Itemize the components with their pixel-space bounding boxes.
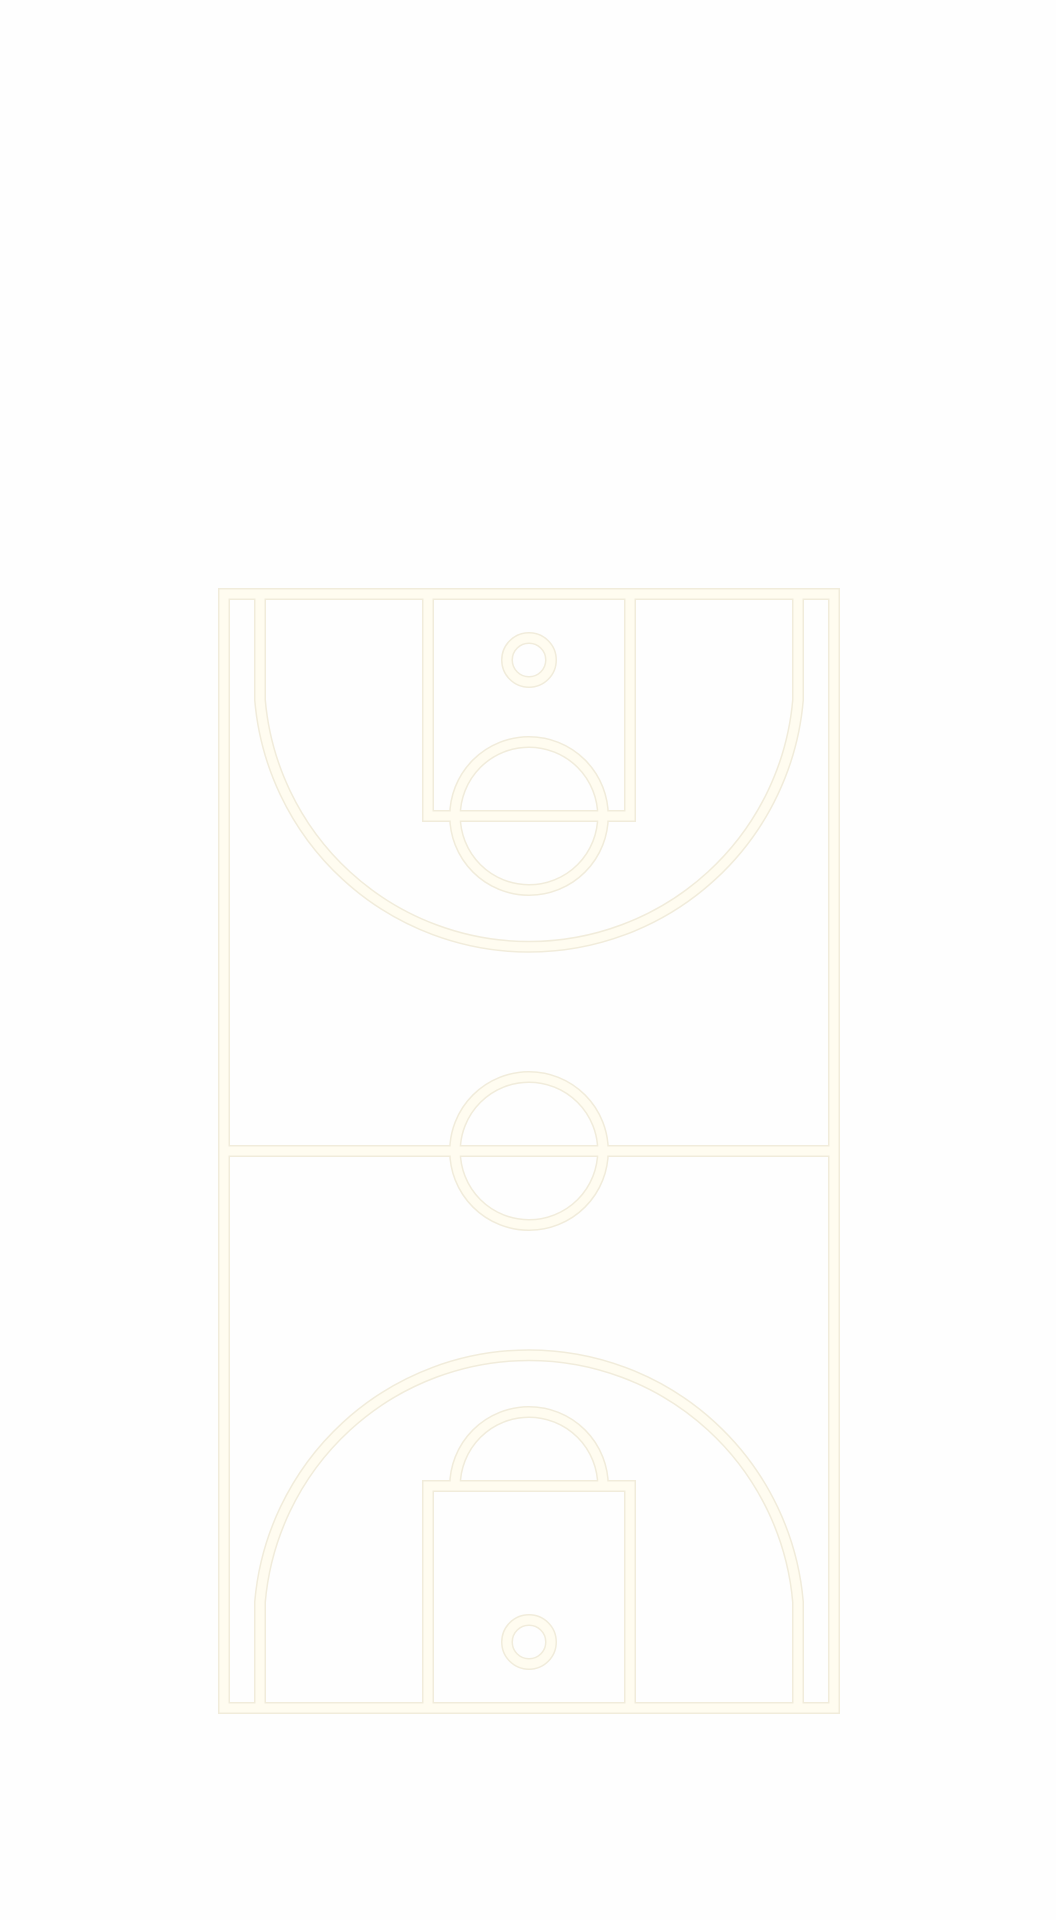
top-free-throw-circle xyxy=(450,815,608,895)
top-hoop xyxy=(502,633,556,687)
bottom-key-edge xyxy=(422,1480,636,1714)
center-circle xyxy=(450,1072,608,1230)
top-three-point-arc xyxy=(255,594,803,952)
bottom-free-throw-circle xyxy=(450,1407,608,1487)
bottom-key xyxy=(423,1481,635,1713)
bottom-three-point-arc xyxy=(255,1350,803,1708)
bottom-free-throw-circle-edge xyxy=(449,1406,609,1487)
top-free-throw-circle-upper-edge xyxy=(449,736,609,817)
top-free-throw-circle-upper xyxy=(450,737,608,817)
top-key xyxy=(423,589,635,821)
top-free-throw-circle-edge xyxy=(449,815,609,896)
bottom-hoop xyxy=(502,1615,556,1669)
court-lines xyxy=(219,589,839,1713)
